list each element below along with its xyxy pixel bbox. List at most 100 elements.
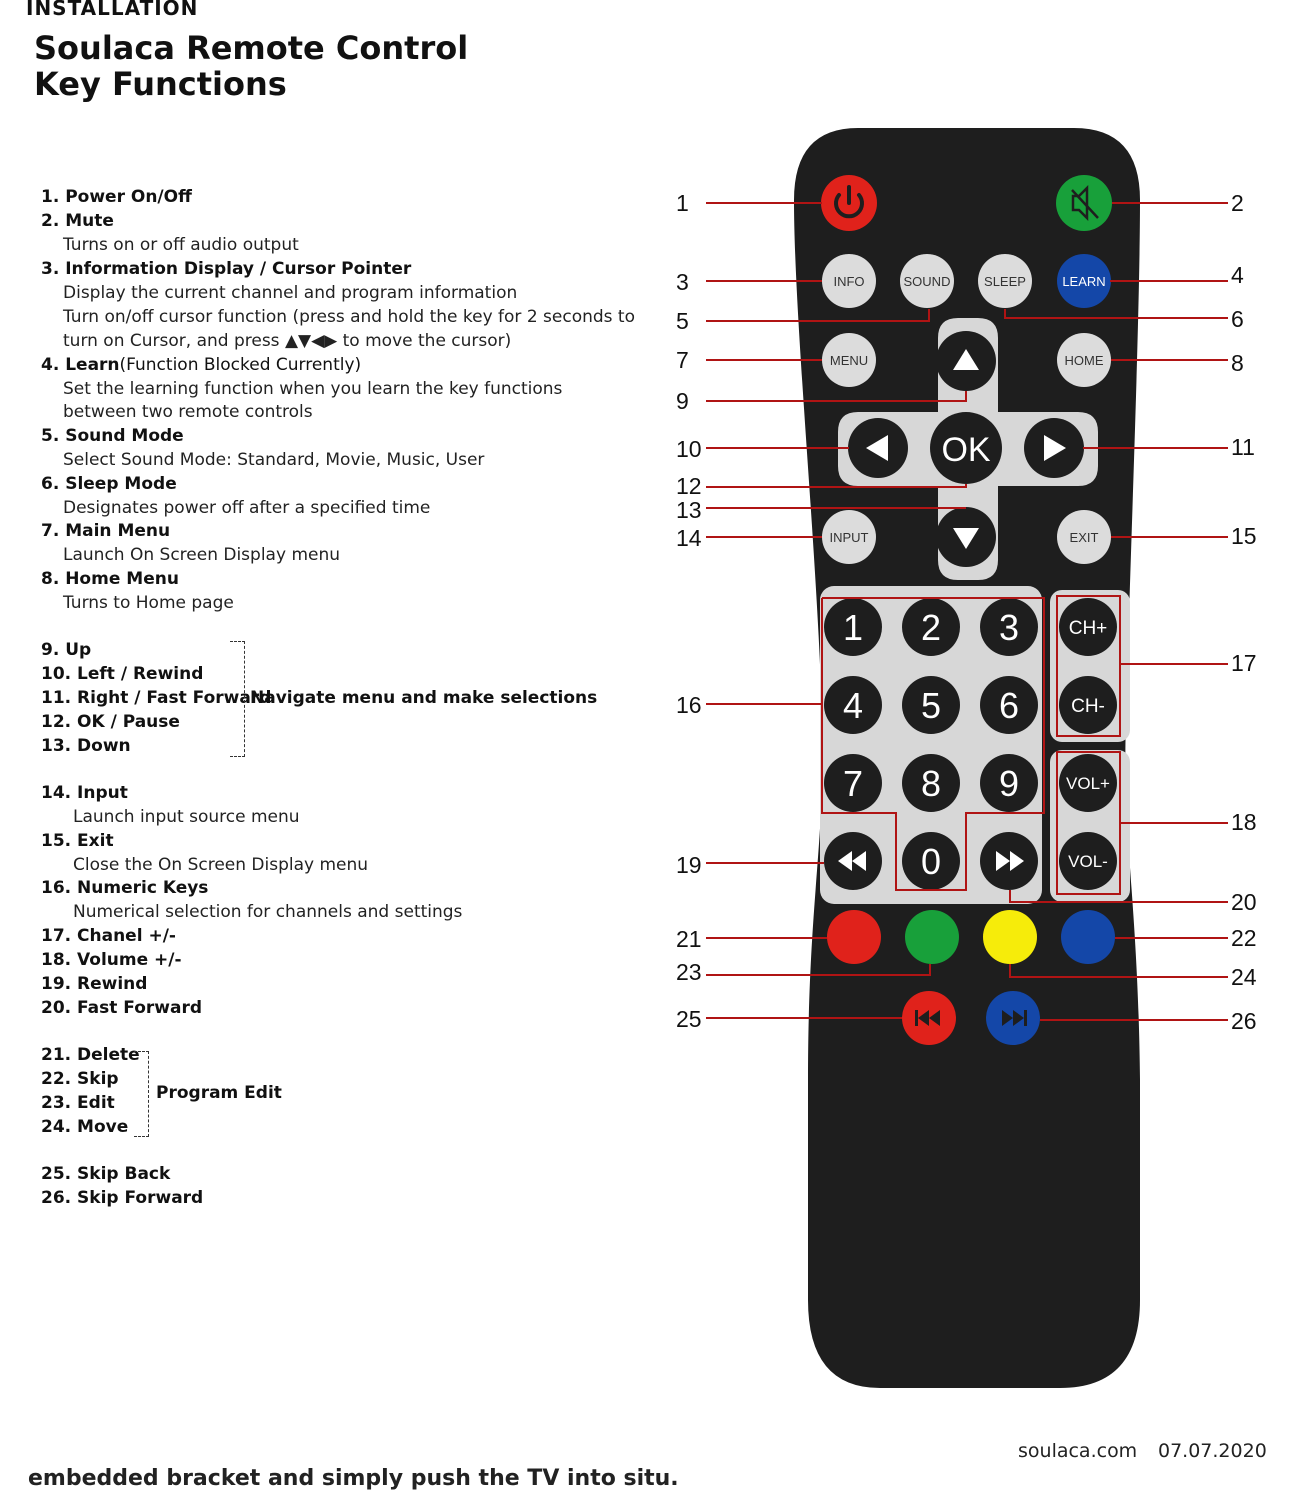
exit-button-label: EXIT bbox=[1070, 530, 1099, 545]
callout-11: 11 bbox=[1231, 434, 1255, 460]
learn-button-label: LEARN bbox=[1062, 274, 1105, 289]
callout-21: 21 bbox=[676, 926, 702, 952]
function-15-desc: Close the On Screen Display menu bbox=[73, 855, 369, 875]
function-9-label: 9. Up bbox=[41, 640, 92, 660]
fast-forward-button[interactable] bbox=[980, 832, 1038, 890]
function-25-label: 25. Skip Back bbox=[41, 1164, 171, 1184]
page-title: Soulaca Remote Control Key Functions bbox=[34, 30, 468, 102]
channel-up-button[interactable]: CH+ bbox=[1059, 598, 1117, 656]
function-19-label: 19. Rewind bbox=[41, 974, 148, 994]
channel-down-label: CH- bbox=[1071, 696, 1105, 717]
function-24-label: 24. Move bbox=[41, 1117, 129, 1137]
callout-13: 13 bbox=[676, 497, 702, 523]
digit-7-button[interactable]: 7 bbox=[824, 754, 882, 812]
exit-button[interactable]: EXIT bbox=[1057, 510, 1111, 564]
blue-button[interactable] bbox=[1061, 910, 1115, 964]
rewind-button[interactable] bbox=[824, 832, 882, 890]
digit-5-button[interactable]: 5 bbox=[902, 676, 960, 734]
digit-2-button[interactable]: 2 bbox=[902, 598, 960, 656]
function-2-label: 2. Mute bbox=[41, 211, 114, 231]
digit-0-label: 0 bbox=[921, 841, 941, 882]
function-13-label: 13. Down bbox=[41, 736, 131, 756]
callout-2: 2 bbox=[1231, 190, 1244, 216]
callout-10: 10 bbox=[676, 436, 702, 462]
digit-2-label: 2 bbox=[921, 607, 941, 648]
key-function-list: 1. Power On/Off 2. Mute Turns on or off … bbox=[0, 0, 640, 1240]
function-20-label: 20. Fast Forward bbox=[41, 998, 203, 1018]
callout-25: 25 bbox=[676, 1006, 702, 1032]
function-1-label: 1. Power On/Off bbox=[41, 187, 192, 207]
callout-numbers: 1 2 3 4 5 6 7 8 9 10 11 12 13 14 15 16 1… bbox=[676, 190, 1257, 1034]
sound-button[interactable]: SOUND bbox=[900, 254, 954, 308]
function-23-label: 23. Edit bbox=[41, 1093, 115, 1113]
sleep-button[interactable]: SLEEP bbox=[978, 254, 1032, 308]
function-11-label: 11. Right / Fast Forward bbox=[41, 688, 272, 708]
right-arrow-icon bbox=[1044, 435, 1066, 461]
callout-24: 24 bbox=[1231, 964, 1257, 990]
digit-9-label: 9 bbox=[999, 763, 1019, 804]
channel-down-button[interactable]: CH- bbox=[1059, 676, 1117, 734]
callout-5: 5 bbox=[676, 308, 689, 334]
up-button[interactable] bbox=[936, 331, 996, 391]
yellow-button[interactable] bbox=[983, 910, 1037, 964]
digit-3-button[interactable]: 3 bbox=[980, 598, 1038, 656]
function-4-desc-1: Set the learning function when you learn… bbox=[63, 379, 563, 399]
green-button[interactable] bbox=[905, 910, 959, 964]
digit-0-button[interactable]: 0 bbox=[902, 832, 960, 890]
callout-7: 7 bbox=[676, 347, 689, 373]
numeric-keys-box bbox=[821, 597, 1045, 891]
volume-down-button[interactable]: VOL- bbox=[1059, 832, 1117, 890]
down-button[interactable] bbox=[936, 507, 996, 567]
function-10-label: 10. Left / Rewind bbox=[41, 664, 204, 684]
digit-5-label: 5 bbox=[921, 685, 941, 726]
callout-22: 22 bbox=[1231, 925, 1257, 951]
left-button[interactable] bbox=[848, 418, 908, 478]
digit-6-label: 6 bbox=[999, 685, 1019, 726]
callout-3: 3 bbox=[676, 269, 689, 295]
power-button[interactable] bbox=[821, 175, 877, 231]
function-4-heading: 4. Learn(Function Blocked Currently) bbox=[41, 355, 361, 375]
footer-date: 07.07.2020 bbox=[1158, 1440, 1267, 1462]
digit-7-label: 7 bbox=[843, 763, 863, 804]
ok-button-label: OK bbox=[941, 431, 990, 469]
mute-button[interactable] bbox=[1056, 175, 1112, 231]
input-button[interactable]: INPUT bbox=[822, 510, 876, 564]
skip-back-button[interactable] bbox=[902, 991, 956, 1045]
menu-button[interactable]: MENU bbox=[822, 333, 876, 387]
rewind-icon bbox=[838, 851, 866, 871]
info-button[interactable]: INFO bbox=[822, 254, 876, 308]
function-15-label: 15. Exit bbox=[41, 831, 114, 851]
function-4-desc-2: between two remote controls bbox=[63, 402, 313, 422]
callout-16: 16 bbox=[676, 692, 702, 718]
callout-boxes bbox=[821, 595, 1121, 895]
function-2-desc: Turns on or off audio output bbox=[63, 235, 299, 255]
keypad-panel bbox=[820, 586, 1042, 904]
function-3-desc-1: Display the current channel and program … bbox=[63, 283, 518, 303]
function-12-label: 12. OK / Pause bbox=[41, 712, 180, 732]
digit-8-button[interactable]: 8 bbox=[902, 754, 960, 812]
function-8-desc: Turns to Home page bbox=[63, 593, 234, 613]
function-16-desc: Numerical selection for channels and set… bbox=[73, 902, 463, 922]
right-button[interactable] bbox=[1024, 418, 1084, 478]
digit-8-label: 8 bbox=[921, 763, 941, 804]
input-button-label: INPUT bbox=[830, 530, 869, 545]
digit-1-button[interactable]: 1 bbox=[824, 598, 882, 656]
home-button[interactable]: HOME bbox=[1057, 333, 1111, 387]
digit-9-button[interactable]: 9 bbox=[980, 754, 1038, 812]
down-arrow-icon bbox=[953, 528, 979, 549]
red-button[interactable] bbox=[827, 910, 881, 964]
callout-17: 17 bbox=[1231, 650, 1257, 676]
function-22-label: 22. Skip bbox=[41, 1069, 119, 1089]
digit-6-button[interactable]: 6 bbox=[980, 676, 1038, 734]
learn-button[interactable]: LEARN bbox=[1057, 254, 1111, 308]
function-3-desc-3: turn on Cursor, and press ▲▼◀▶ to move t… bbox=[63, 331, 512, 351]
callout-20: 20 bbox=[1231, 889, 1257, 915]
skip-forward-button[interactable] bbox=[986, 991, 1040, 1045]
ok-button[interactable]: OK bbox=[930, 412, 1002, 484]
callout-lines bbox=[706, 202, 1228, 1021]
callout-26: 26 bbox=[1231, 1008, 1257, 1034]
digit-4-button[interactable]: 4 bbox=[824, 676, 882, 734]
skip-forward-icon bbox=[1002, 1010, 1024, 1026]
function-7-label: 7. Main Menu bbox=[41, 521, 171, 541]
volume-up-button[interactable]: VOL+ bbox=[1059, 754, 1117, 812]
